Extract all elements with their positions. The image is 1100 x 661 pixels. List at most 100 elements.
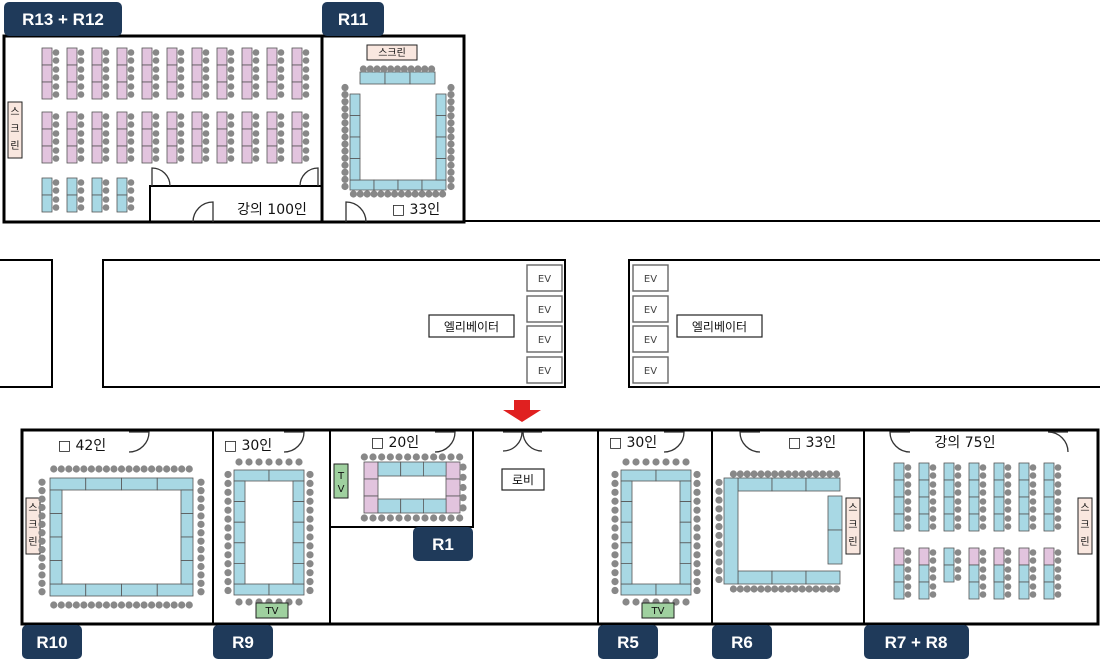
- core-block-right: [628, 259, 1100, 388]
- table: [66, 47, 78, 66]
- chair-icon: [390, 190, 399, 198]
- chair-icon: [117, 601, 126, 609]
- chair-icon: [197, 478, 205, 486]
- table: [943, 547, 955, 566]
- chair-icon: [929, 557, 937, 564]
- elevator-label: 엘리베이터: [444, 320, 499, 334]
- table: [445, 495, 461, 514]
- table: [116, 64, 128, 83]
- hollow-rectangle-tables: [611, 458, 701, 606]
- chair-icon: [366, 65, 374, 73]
- chair-icon: [306, 560, 314, 568]
- table: [737, 477, 773, 492]
- tv-icon: [255, 602, 289, 619]
- chair-icon: [341, 126, 349, 134]
- tv-label: TV: [265, 606, 279, 617]
- chair-icon: [611, 479, 619, 487]
- table: [116, 81, 128, 100]
- table: [1043, 547, 1055, 566]
- chair-icon: [155, 465, 163, 473]
- table: [156, 477, 194, 491]
- table: [993, 513, 1005, 532]
- screen-icon: [7, 101, 23, 159]
- chair-icon: [1004, 481, 1012, 488]
- table: [943, 479, 955, 498]
- chair-icon: [447, 133, 455, 141]
- chair-icon: [341, 168, 349, 176]
- lobby-label-box: [501, 468, 545, 491]
- table: [141, 128, 153, 147]
- chair-icon: [791, 585, 799, 593]
- room-capacity: 강의 75인: [935, 435, 996, 451]
- table: [1018, 547, 1030, 566]
- chair-icon: [302, 66, 310, 73]
- chair-icon: [102, 179, 110, 186]
- table: [1043, 479, 1055, 498]
- table: [655, 583, 692, 596]
- chair-icon: [1004, 464, 1012, 471]
- chair-icon: [127, 147, 135, 154]
- chair-icon: [177, 57, 185, 64]
- table: [968, 462, 980, 481]
- chair-icon: [197, 503, 205, 512]
- chair-icon: [954, 498, 962, 505]
- chair-icon: [57, 465, 65, 473]
- chair-icon: [929, 591, 937, 598]
- chair-icon: [117, 465, 126, 473]
- screen-label-char: 크: [848, 520, 857, 531]
- chair-icon: [438, 190, 447, 198]
- chair-icon: [277, 113, 285, 120]
- chair-icon: [52, 113, 60, 120]
- chair-icon: [904, 583, 912, 590]
- elevator-car: [526, 356, 563, 384]
- chair-icon: [693, 542, 701, 550]
- table: [679, 480, 692, 503]
- room-label-text: R5: [617, 633, 639, 652]
- chair-icon: [404, 190, 412, 198]
- chair-icon: [954, 506, 962, 513]
- table: [679, 542, 692, 564]
- chair-icon: [682, 598, 690, 606]
- chair-icon: [929, 506, 937, 513]
- chair-icon: [77, 113, 85, 120]
- table: [918, 462, 930, 481]
- chair-icon: [38, 478, 46, 486]
- chair-icon: [904, 591, 912, 598]
- chair-icon: [127, 179, 135, 186]
- table: [266, 111, 278, 130]
- table: [968, 513, 980, 532]
- table: [620, 542, 633, 564]
- chair-icon: [349, 190, 358, 198]
- table: [893, 547, 905, 566]
- chair-icon: [611, 560, 619, 568]
- chair-icon: [277, 66, 285, 73]
- chair-icon: [611, 586, 619, 595]
- chair-icon: [447, 83, 455, 92]
- chair-icon: [224, 542, 232, 550]
- table: [166, 128, 178, 147]
- chair-icon: [102, 130, 110, 137]
- table: [805, 570, 841, 585]
- table: [349, 158, 361, 181]
- chair-icon: [832, 585, 841, 593]
- table: [655, 469, 692, 482]
- chair-icon: [52, 138, 60, 145]
- table: [191, 81, 203, 100]
- table: [49, 489, 63, 514]
- room-label-r10: R10: [22, 625, 82, 659]
- chair-icon: [170, 601, 178, 609]
- chair-icon: [302, 130, 310, 137]
- table: [968, 496, 980, 515]
- table: [266, 145, 278, 164]
- chair-icon: [252, 130, 260, 137]
- screen-label-char: 린: [848, 536, 857, 548]
- chair-icon: [277, 130, 285, 137]
- chair-icon: [1029, 464, 1037, 471]
- chair-icon: [447, 147, 455, 155]
- chair-icon: [202, 155, 210, 162]
- chair-icon: [255, 458, 263, 466]
- chair-icon: [954, 574, 962, 581]
- chair-icon: [302, 155, 310, 162]
- table: [377, 498, 402, 514]
- chair-icon: [52, 204, 60, 211]
